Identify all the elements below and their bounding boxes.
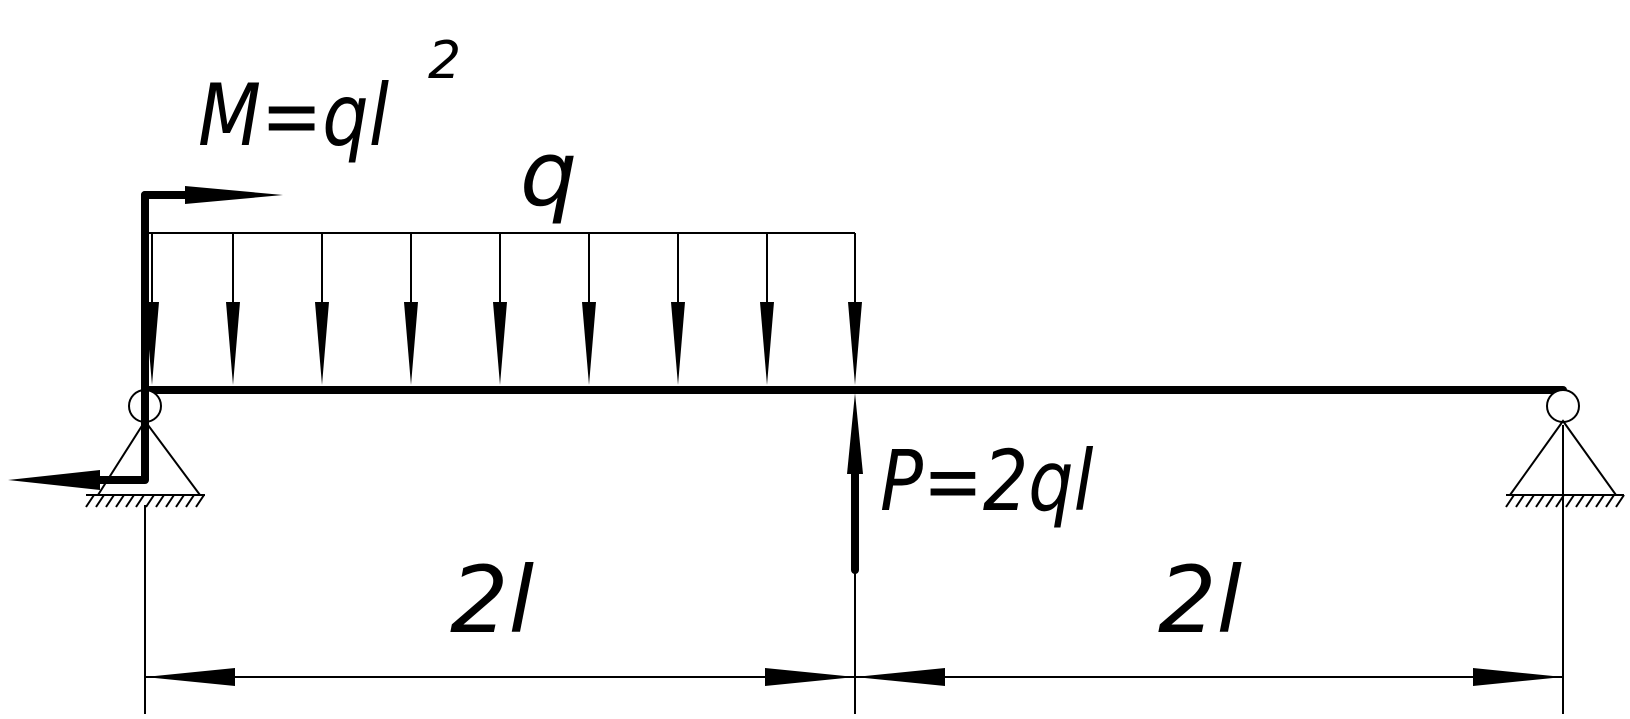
dimension-arrowhead (1473, 668, 1563, 686)
moment-bottom-arrowhead (8, 470, 100, 490)
moment-exponent: 2 (428, 31, 461, 91)
moment-symbol (8, 186, 283, 490)
span-left-label: 2l (450, 547, 535, 654)
load-arrowhead (582, 302, 596, 385)
load-arrowhead (848, 302, 862, 385)
span-right-label: 2l (1158, 547, 1243, 654)
left-support-hatch (85, 494, 205, 508)
point-force-label: P=2ql (880, 433, 1094, 530)
point-force-arrow (847, 393, 863, 574)
dimension-arrowhead (145, 668, 235, 686)
distributed-load (145, 232, 862, 385)
left-pin-support (85, 389, 205, 508)
distributed-load-arrows (145, 233, 862, 385)
dimension-arrowhead (765, 668, 855, 686)
dimensions (144, 425, 1564, 714)
right-pin-hinge (1546, 389, 1580, 423)
dimension-arrowhead (855, 668, 945, 686)
distributed-load-label: q (520, 122, 577, 227)
load-arrowhead (671, 302, 685, 385)
right-pin-support (1505, 389, 1625, 508)
load-arrowhead (226, 302, 240, 385)
load-arrowhead (404, 302, 418, 385)
moment-top-arrowhead (185, 186, 283, 204)
point-force-arrowhead (847, 393, 863, 474)
load-arrowhead (315, 302, 329, 385)
moment-label: M=ql (198, 65, 389, 165)
load-arrowhead (493, 302, 507, 385)
moment-arm (89, 191, 149, 484)
right-support-hatch (1505, 494, 1625, 508)
load-arrowhead (760, 302, 774, 385)
